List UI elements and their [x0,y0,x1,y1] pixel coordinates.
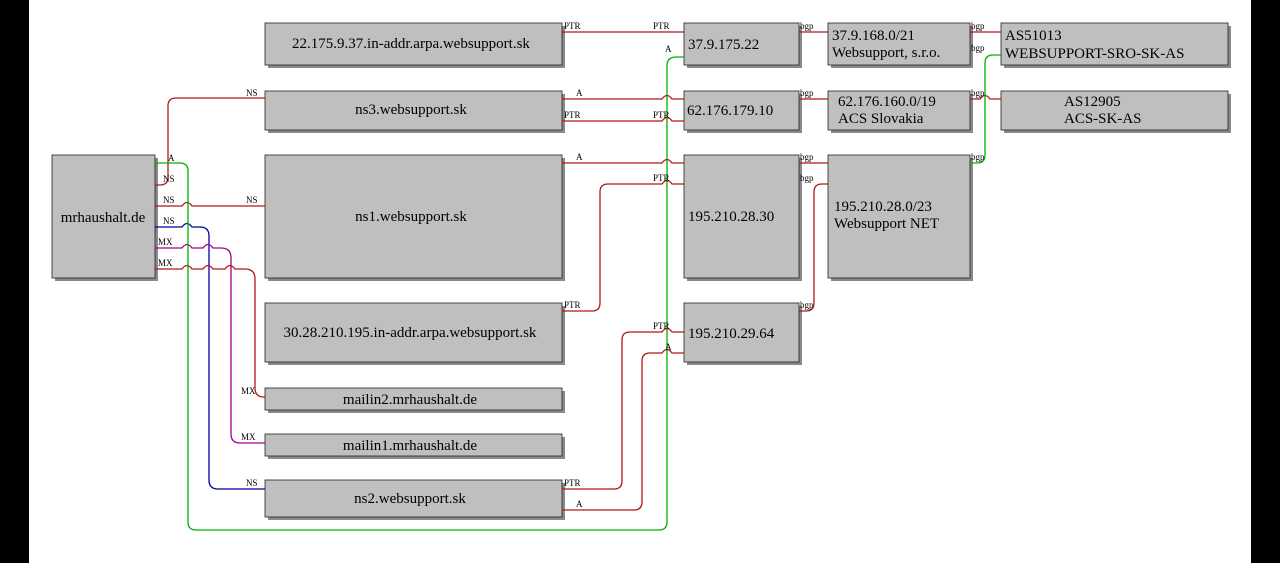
node-rev2[interactable]: 30.28.210.195.in-addr.arpa.websupport.sk [264,302,565,365]
label-a-ip1: A [665,44,672,54]
label-ptr-ns2: PTR [564,478,581,488]
edge-ns1-ip3 [562,158,684,164]
node-as2-line2: ACS-SK-AS [1064,111,1142,127]
node-net1-line2: Websupport, s.r.o. [832,45,940,61]
node-net2-line2: ACS Slovakia [838,111,924,127]
node-ns1[interactable]: ns1.websupport.sk [264,154,565,281]
node-net3[interactable]: 195.210.28.0/23 Websupport NET [827,154,973,281]
label-ptr-ns3: PTR [564,110,581,120]
node-as1-line1: AS51013 [1005,28,1062,44]
label-ns-1: NS [163,174,175,184]
node-ns1-label: ns1.websupport.sk [355,209,467,225]
label-mx-2: MX [158,258,173,268]
node-net2-line1: 62.176.160.0/19 [838,94,936,110]
node-mailin1[interactable]: mailin1.mrhaushalt.de [264,433,565,459]
label-bgp-ip2: bgp [800,88,814,98]
node-as1-line2: WEBSUPPORT-SRO-SK-AS [1005,46,1184,62]
label-ptr-rev1: PTR [564,21,581,31]
edge-ns3-ip2-ptr [562,116,684,122]
label-ns-ns2: NS [246,478,258,488]
node-domain[interactable]: mrhaushalt.de [51,154,158,281]
label-a-ns3: A [576,88,583,98]
node-ip1-label: 37.9.175.22 [688,37,759,53]
label-mx-mailin1: MX [241,432,256,442]
label-bgp-net2: bgp [971,88,985,98]
label-ptr-ip4: PTR [653,321,670,331]
edge-ip4-net3 [799,183,828,312]
label-a-ip4: A [665,342,672,352]
label-mx-mailin2: MX [241,386,256,396]
label-a-ns2: A [576,499,583,509]
node-ns3-label: ns3.websupport.sk [355,102,467,118]
label-a-domain: A [168,153,175,163]
node-ns2[interactable]: ns2.websupport.sk [264,479,565,520]
label-bgp-net1: bgp [971,21,985,31]
label-ptr-ip1: PTR [653,21,670,31]
node-net2[interactable]: 62.176.160.0/19 ACS Slovakia [827,90,973,133]
node-net1[interactable]: 37.9.168.0/21 Websupport, s.r.o. [827,22,973,68]
node-ip2-label: 62.176.179.10 [687,103,773,119]
label-ptr-ip2: PTR [653,110,670,120]
node-ip4-label: 195.210.29.64 [688,326,775,342]
diagram-canvas: mrhaushalt.de 22.175.9.37.in-addr.arpa.w… [29,0,1251,563]
edge-domain-ns2 [155,222,265,490]
edge-domain-ip1 [155,56,684,531]
edge-net3-as1 [970,54,1001,164]
node-mailin2-label: mailin2.mrhaushalt.de [343,392,477,408]
edge-ns3-ip2-a [562,94,684,100]
node-ns3[interactable]: ns3.websupport.sk [264,90,565,133]
node-domain-label: mrhaushalt.de [61,210,146,226]
node-as1[interactable]: AS51013 WEBSUPPORT-SRO-SK-AS [1000,22,1231,68]
label-bgp-net3: bgp [800,173,814,183]
label-a-ns1: A [576,152,583,162]
node-mailin1-label: mailin1.mrhaushalt.de [343,438,477,454]
edge-domain-mailin2 [155,264,265,398]
node-ip3[interactable]: 195.210.28.30 [683,154,802,281]
label-ptr-rev2: PTR [564,300,581,310]
node-as2-line1: AS12905 [1064,94,1121,110]
label-bgp-ip1: bgp [800,21,814,31]
label-ptr-ip3: PTR [653,173,670,183]
edge-domain-mailin1 [155,243,265,444]
edge-domain-ns3 [155,97,265,186]
dns-graph: mrhaushalt.de 22.175.9.37.in-addr.arpa.w… [51,21,1231,531]
node-rev2-label: 30.28.210.195.in-addr.arpa.websupport.sk [284,325,537,341]
label-bgp-net1b: bgp [971,43,985,53]
node-ip1[interactable]: 37.9.175.22 [683,22,802,68]
edge-ns2-ip4-ptr [562,327,684,490]
node-net1-line1: 37.9.168.0/21 [832,28,915,44]
label-ns-ns1: NS [246,195,258,205]
edge-rev2-ip3 [562,179,684,312]
node-mailin2[interactable]: mailin2.mrhaushalt.de [264,387,565,413]
edge-domain-ns1 [155,201,265,207]
edge-ns2-ip4-a [562,348,684,511]
node-ip2[interactable]: 62.176.179.10 [683,90,802,133]
label-ns-ns3: NS [246,88,258,98]
label-ns-3: NS [163,216,175,226]
label-mx-1: MX [158,237,173,247]
label-bgp-net3b: bgp [971,152,985,162]
node-rev1-label: 22.175.9.37.in-addr.arpa.websupport.sk [292,36,530,52]
node-net3-line1: 195.210.28.0/23 [834,199,932,215]
label-ns-2: NS [163,195,175,205]
node-ns2-label: ns2.websupport.sk [354,491,466,507]
node-as2[interactable]: AS12905 ACS-SK-AS [1000,90,1231,133]
node-rev1[interactable]: 22.175.9.37.in-addr.arpa.websupport.sk [264,22,565,68]
node-ip3-label: 195.210.28.30 [688,209,774,225]
node-ip4[interactable]: 195.210.29.64 [683,302,802,365]
label-bgp-ip3: bgp [800,152,814,162]
label-bgp-ip4: bgp [800,300,814,310]
node-net3-line2: Websupport NET [834,216,939,232]
